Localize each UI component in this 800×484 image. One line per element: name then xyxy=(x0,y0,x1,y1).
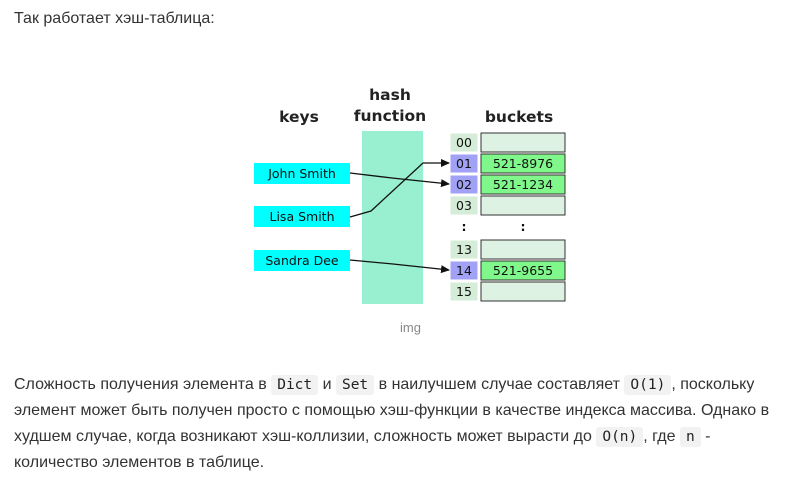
complexity-paragraph: Сложность получения элемента в Dict и Se… xyxy=(14,372,794,476)
bucket-value: 521-1234 xyxy=(493,177,553,192)
hash-table-svg: keys hash function buckets John Smith Li… xyxy=(254,86,566,304)
paragraph-text: - количество элементов в таблице. xyxy=(14,428,711,471)
key-label: John Smith xyxy=(267,166,336,181)
paragraph-text: , поскольку элемент может быть получен п… xyxy=(14,376,770,445)
ellipsis-index: : xyxy=(462,219,467,234)
arrow-sandra-dee-to-14 xyxy=(349,259,450,274)
hash-table-diagram: keys hash function buckets John Smith Li… xyxy=(245,78,575,340)
paragraph-text: и xyxy=(318,376,336,393)
bucket-value: 521-9655 xyxy=(493,263,553,278)
arrow-john-smith-to-02 xyxy=(349,172,450,188)
code-set: Set xyxy=(335,375,375,395)
bucket-index: 02 xyxy=(456,177,472,192)
hash-header-line1: hash xyxy=(369,86,411,104)
bucket-value: 521-8976 xyxy=(493,156,553,171)
buckets-header: buckets xyxy=(485,108,553,126)
bucket-row-02: 02 521-1234 xyxy=(449,174,566,195)
bucket-row-13: 13 xyxy=(449,239,566,260)
code-dict: Dict xyxy=(271,375,319,395)
key-lisa-smith: Lisa Smith xyxy=(254,206,350,227)
bucket-index: 13 xyxy=(456,242,472,257)
code-on: O(n) xyxy=(596,427,644,447)
keys-header: keys xyxy=(279,108,319,126)
key-label: Sandra Dee xyxy=(265,253,339,268)
paragraph-text: Сложность получения элемента в xyxy=(14,376,272,393)
key-sandra-dee: Sandra Dee xyxy=(254,250,350,271)
hash-header-line2: function xyxy=(354,107,426,125)
key-john-smith: John Smith xyxy=(254,163,350,184)
bucket-index: 03 xyxy=(456,198,472,213)
code-o1: O(1) xyxy=(624,375,672,395)
bucket-index: 01 xyxy=(456,156,472,171)
bucket-row-01: 01 521-8976 xyxy=(449,153,566,174)
intro-text: Так работает хэш-таблица: xyxy=(14,10,215,27)
paragraph-text: , где xyxy=(643,428,680,445)
key-label: Lisa Smith xyxy=(270,209,335,224)
bucket-index: 14 xyxy=(456,263,472,278)
arrow-lisa-smith-to-01 xyxy=(349,159,450,218)
image-caption: img xyxy=(400,320,421,335)
ellipsis-bucket: : xyxy=(521,219,526,234)
bucket-row-15: 15 xyxy=(449,281,566,302)
code-n: n xyxy=(679,427,701,447)
bucket-index: 15 xyxy=(456,284,472,299)
bucket-index: 00 xyxy=(456,135,472,150)
bucket-row-03: 03 xyxy=(449,195,566,216)
bucket-row-00: 00 xyxy=(449,132,566,153)
paragraph-text: в наилучшем случае составляет xyxy=(374,376,625,393)
bucket-row-14: 14 521-9655 xyxy=(449,260,566,281)
hash-function-box xyxy=(362,131,423,304)
